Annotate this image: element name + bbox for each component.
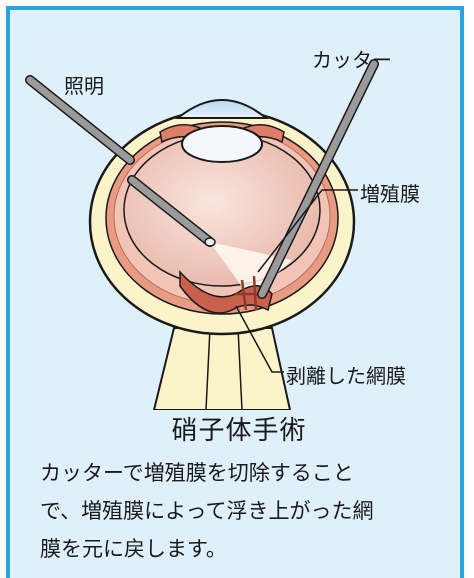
label-proliferative-membrane: 増殖膜 — [360, 178, 420, 207]
label-illumination: 照明 — [64, 70, 104, 99]
caption-line: 膜を元に戻します。 — [40, 530, 450, 568]
caption-title: 硝子体手術 — [10, 410, 468, 447]
caption-line: で、増殖膜によって浮き上がった網 — [40, 492, 450, 530]
label-detached-retina: 剥離した網膜 — [286, 360, 406, 389]
caption-line: カッターで増殖膜を切除すること — [40, 454, 450, 492]
caption-description: カッターで増殖膜を切除すること で、増殖膜によって浮き上がった網 膜を元に戻しま… — [40, 454, 450, 568]
cornea — [178, 100, 266, 118]
lens — [182, 126, 262, 162]
label-cutter: カッター — [312, 44, 392, 73]
diagram-card: 照明 カッター 増殖膜 剥離した網膜 硝子体手術 カッターで増殖膜を切除すること… — [6, 6, 464, 578]
